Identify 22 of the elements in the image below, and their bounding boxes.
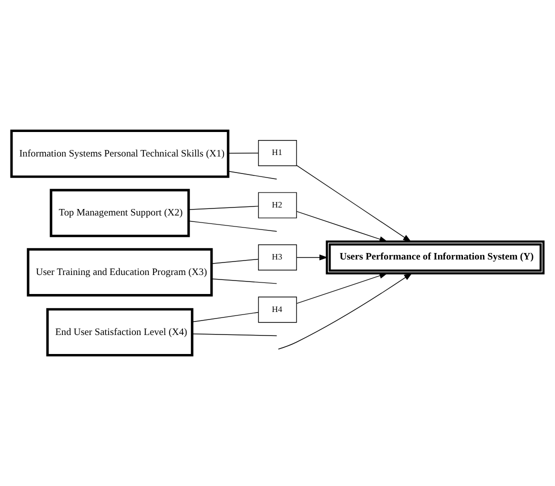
arrow	[296, 165, 412, 242]
connector	[228, 170, 278, 180]
node-box: Users Performance of Information System (Y)	[326, 240, 545, 274]
connector	[192, 334, 278, 336]
node-box: Information Systems Personal Technical Skills (X1)	[10, 130, 230, 178]
node-box: User Training and Education Program (X3)	[26, 248, 213, 296]
node-box: H4	[258, 296, 297, 323]
arrow	[296, 272, 388, 304]
arrow	[278, 272, 412, 350]
node-box: H3	[258, 244, 297, 271]
node-box: End User Satisfaction Level (X4)	[46, 308, 194, 356]
connector	[211, 258, 259, 264]
connector	[192, 312, 259, 322]
node-box: Top Management Support (X2)	[50, 188, 190, 238]
arrow	[296, 211, 388, 242]
node-box: H1	[258, 140, 297, 166]
arrow	[296, 254, 328, 260]
connector	[188, 206, 259, 210]
connector	[211, 278, 278, 284]
node-box: H2	[258, 192, 297, 218]
connector	[228, 152, 259, 154]
connector	[188, 220, 278, 232]
